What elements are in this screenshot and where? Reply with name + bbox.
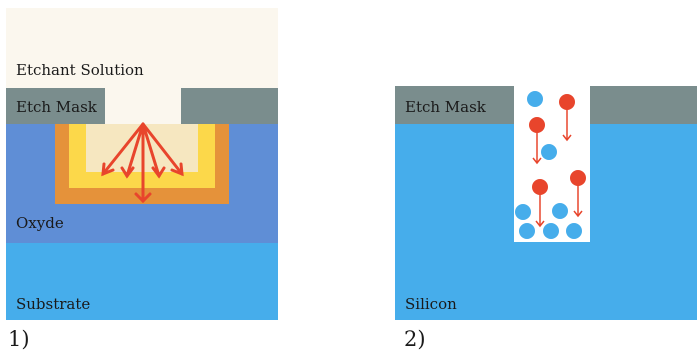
blue-particle <box>566 223 582 239</box>
red-ion <box>532 179 548 195</box>
arrow-left <box>101 122 145 176</box>
etchant-solution-region <box>6 8 278 88</box>
etch-mask-left <box>6 88 105 124</box>
ion-trail-head <box>535 220 545 228</box>
substrate-layer <box>6 243 278 320</box>
blue-particle <box>552 203 568 219</box>
blue-particle <box>515 204 531 220</box>
ion-trail-head <box>562 134 572 142</box>
red-ion <box>529 117 545 133</box>
etch-mask-left <box>395 86 514 124</box>
ion-trail-head <box>532 157 542 165</box>
arrowhead-down-left <box>120 166 135 179</box>
panel-1-isotropic-etch: Etchant Solution Etch Mask Oxyde Substra… <box>6 8 278 351</box>
arrowhead-down <box>134 192 152 204</box>
red-ion <box>559 94 575 110</box>
etch-mask-right <box>181 88 278 124</box>
panel-2-anisotropic-etch: Etch Mask Silicon 2) <box>395 86 697 351</box>
label-etch-mask: Etch Mask <box>16 98 98 116</box>
arrowhead-left <box>101 162 115 177</box>
label-oxide: Oxyde <box>16 214 64 232</box>
etch-direction-arrows <box>101 122 184 204</box>
red-ion <box>570 170 586 186</box>
label-silicon: Silicon <box>405 295 457 313</box>
ion-trail-head <box>573 210 583 218</box>
mask-opening <box>105 88 181 124</box>
arrow-down-left <box>125 122 145 178</box>
arrowhead-down-right <box>151 166 166 179</box>
blue-particle <box>527 91 543 107</box>
blue-particle <box>519 223 535 239</box>
panel-number-1: 1) <box>8 327 30 351</box>
arrowhead-right <box>170 162 184 177</box>
blue-particles <box>515 91 582 239</box>
blue-particle <box>541 144 557 160</box>
panel-number-2: 2) <box>404 327 426 351</box>
blue-particle <box>543 223 559 239</box>
label-etchant-solution: Etchant Solution <box>16 61 144 79</box>
label-substrate: Substrate <box>16 295 90 313</box>
arrow-right <box>141 122 184 176</box>
arrow-down-right <box>141 122 161 178</box>
label-etch-mask: Etch Mask <box>405 98 487 116</box>
red-ions <box>529 94 586 195</box>
etch-mask-right <box>590 86 697 124</box>
